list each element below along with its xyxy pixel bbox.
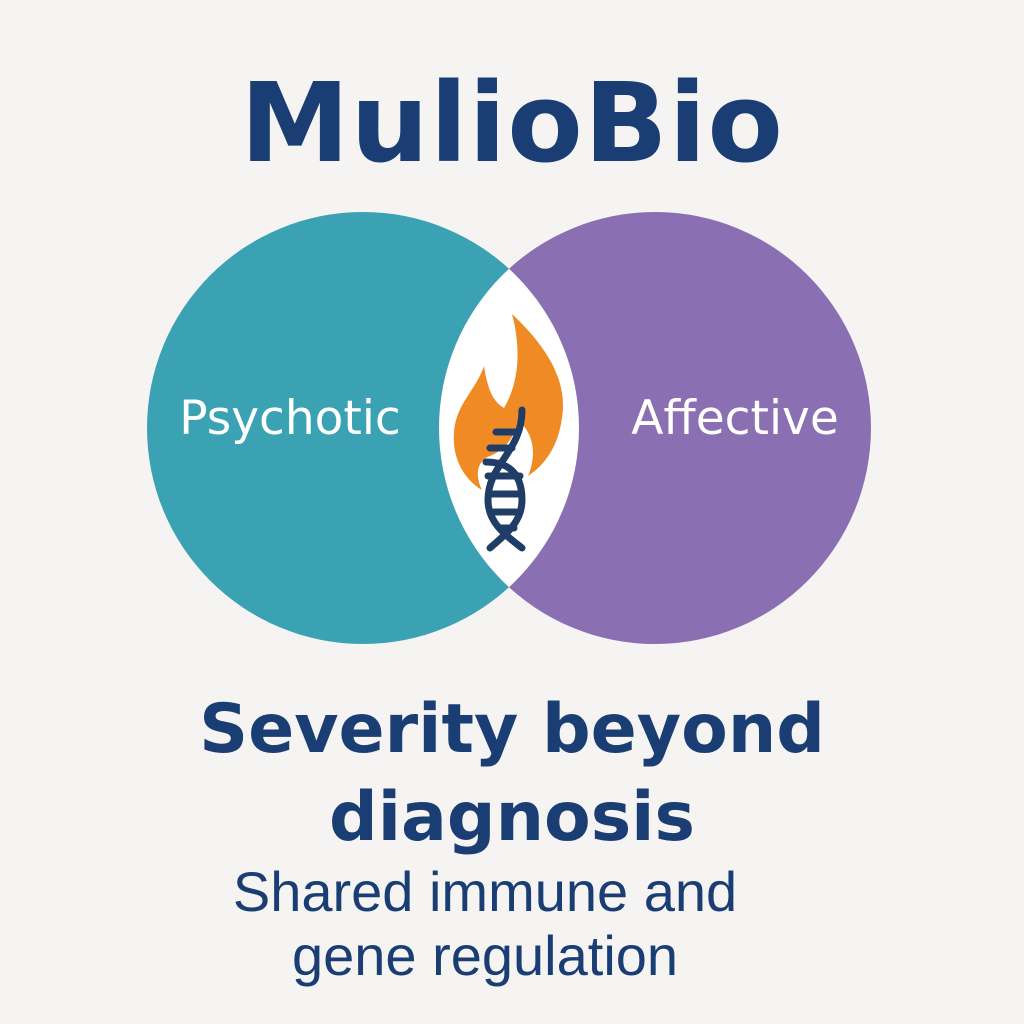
dna-icon	[482, 406, 526, 552]
subline-line-1: Shared immune and	[232, 860, 738, 923]
psychotic-label: Psychotic	[179, 391, 401, 446]
affective-label: Affective	[631, 391, 839, 446]
subline: Shared immune and gene regulation	[0, 860, 970, 988]
tagline-line-2: diagnosis	[329, 778, 695, 857]
page-title: MulioBio	[240, 59, 784, 187]
tagline-line-1: Severity beyond	[199, 690, 825, 769]
overlap-region	[439, 212, 579, 644]
tagline: Severity beyond diagnosis	[0, 686, 1024, 862]
subline-line-2: gene regulation	[291, 924, 679, 987]
flame-icon	[453, 314, 563, 490]
